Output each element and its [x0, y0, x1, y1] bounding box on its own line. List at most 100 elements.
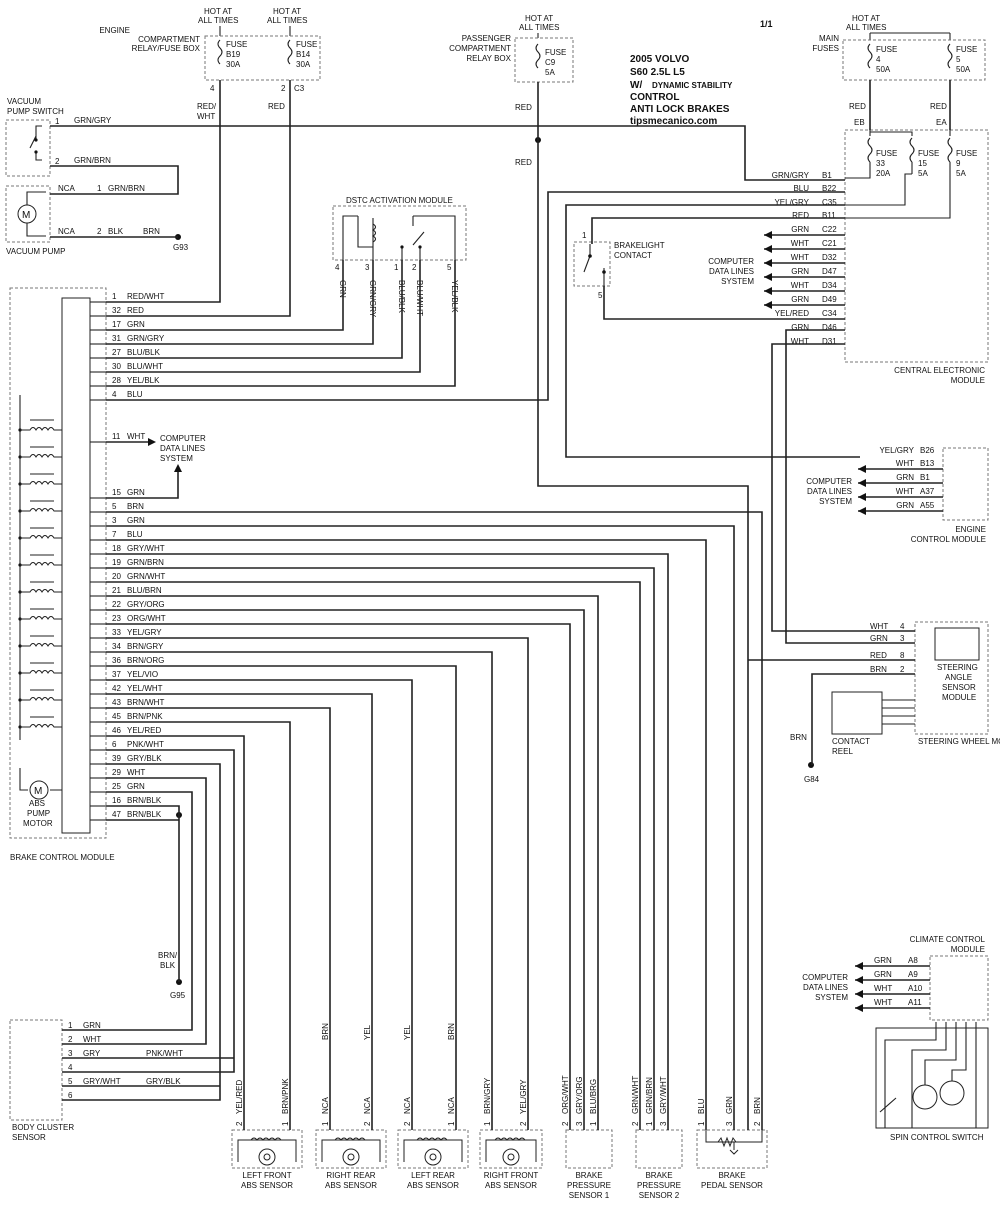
- pin-id: D32: [822, 253, 837, 262]
- wire-color: BRN: [321, 1023, 330, 1040]
- wire-color: GRY/BLK: [146, 1077, 181, 1086]
- fuse-id: 5: [956, 55, 961, 64]
- wire-color: YEL/BLK: [127, 376, 160, 385]
- climate-name-1: CLIMATE CONTROL: [910, 935, 986, 944]
- fuse-amp: 5A: [956, 169, 966, 178]
- sensor-outline: [696, 1129, 768, 1169]
- fuse-label: FUSE: [545, 48, 566, 57]
- sensor-name: ABS SENSOR: [485, 1181, 537, 1190]
- all-times-label: ALL TIMES: [198, 16, 238, 25]
- wire-color: WHT: [197, 112, 215, 121]
- wire-color: BRN/ORG: [127, 656, 164, 665]
- pin-number: 4: [68, 1063, 73, 1072]
- wire-color: WHT: [791, 337, 809, 346]
- wire-color: BLU/BRN: [127, 586, 162, 595]
- wire-color: GRN: [791, 225, 809, 234]
- fuse-symbol: [535, 43, 541, 69]
- wire-color: GRN/GRY: [74, 116, 112, 125]
- fuse-amp: 30A: [296, 60, 311, 69]
- bcm-name: BRAKE CONTROL MODULE: [10, 853, 115, 862]
- pin-id: C21: [822, 239, 837, 248]
- pin-id: EA: [936, 118, 947, 127]
- vacuum-switch-outline: [5, 119, 51, 177]
- hot-label: HOT AT: [852, 14, 880, 23]
- vacuum-pump-name: VACUUM PUMP: [6, 247, 65, 256]
- pin-number: 1: [483, 1121, 492, 1126]
- solenoid-valve-icon: [18, 662, 62, 675]
- sensor-outline: [315, 1129, 387, 1169]
- data-lines-label: DATA LINES: [807, 487, 852, 496]
- wire-color: GRN: [83, 1021, 101, 1030]
- body-cluster-pin: 4: [68, 1063, 73, 1072]
- main-fuses-outline: [842, 39, 986, 81]
- wire-color: RED/WHT: [127, 292, 164, 301]
- sensor-outline: [479, 1129, 543, 1169]
- fuse-id: B19: [226, 50, 241, 59]
- pin-number: 17: [112, 320, 121, 329]
- data-lines-label: SYSTEM: [721, 277, 754, 286]
- arrow-icon: [858, 465, 866, 473]
- wire-color: WHT: [870, 622, 888, 631]
- brakelight-name-2: CONTACT: [614, 251, 652, 260]
- wire-color: GRY/ORG: [575, 1076, 584, 1114]
- pin-number: 5: [68, 1077, 73, 1086]
- pin-id: C22: [822, 225, 837, 234]
- sensor-name: ABS SENSOR: [241, 1181, 293, 1190]
- solenoid-valve-icon: [18, 608, 62, 621]
- solenoid-valve-icon: [18, 446, 62, 459]
- pin-number: 1: [68, 1021, 73, 1030]
- brakelight-contact: 1 5 BRAKELIGHT CONTACT: [573, 231, 665, 300]
- wire-color: BLU/BLK: [127, 348, 161, 357]
- sensor-name: LEFT FRONT: [242, 1171, 291, 1180]
- pin-number: 2: [631, 1121, 640, 1126]
- pin-number: 5: [598, 291, 603, 300]
- pin-id: A11: [908, 998, 922, 1007]
- wire-color: RED: [127, 306, 144, 315]
- sensor-name: PRESSURE: [637, 1181, 681, 1190]
- fuse-label: FUSE: [876, 149, 897, 158]
- pin-id: A9: [908, 970, 918, 979]
- arrow-icon: [858, 507, 866, 515]
- pin-number: 1: [697, 1121, 706, 1126]
- pin-id: C34: [822, 309, 837, 318]
- pin-number: 43: [112, 698, 121, 707]
- pin-number: 1: [645, 1121, 654, 1126]
- data-lines-label: SYSTEM: [819, 497, 852, 506]
- wire-color: GRN: [725, 1096, 734, 1114]
- pin-number: 2: [753, 1121, 762, 1126]
- dstc-name: DSTC ACTIVATION MODULE: [346, 196, 453, 205]
- fuse-symbol: [909, 137, 915, 163]
- pin-id: D49: [822, 295, 837, 304]
- wire-color: GRY/WHT: [127, 544, 165, 553]
- fuse-amp: 50A: [956, 65, 971, 74]
- wire-color: NCA: [447, 1096, 456, 1114]
- title-line4: CONTROL: [630, 92, 679, 103]
- wire-color: BRN/BLK: [127, 810, 162, 819]
- pin-number: 3: [365, 263, 370, 272]
- arrow-icon: [858, 493, 866, 501]
- solenoid-valve-icon: [18, 554, 62, 567]
- solenoid-valve-icon: [18, 500, 62, 513]
- wire-color: RED: [268, 102, 285, 111]
- sensor-outline: [635, 1129, 683, 1169]
- sensor-outline: [565, 1129, 613, 1169]
- body-cluster-name-1: BODY CLUSTER: [12, 1123, 74, 1132]
- swm-outline: [914, 621, 989, 735]
